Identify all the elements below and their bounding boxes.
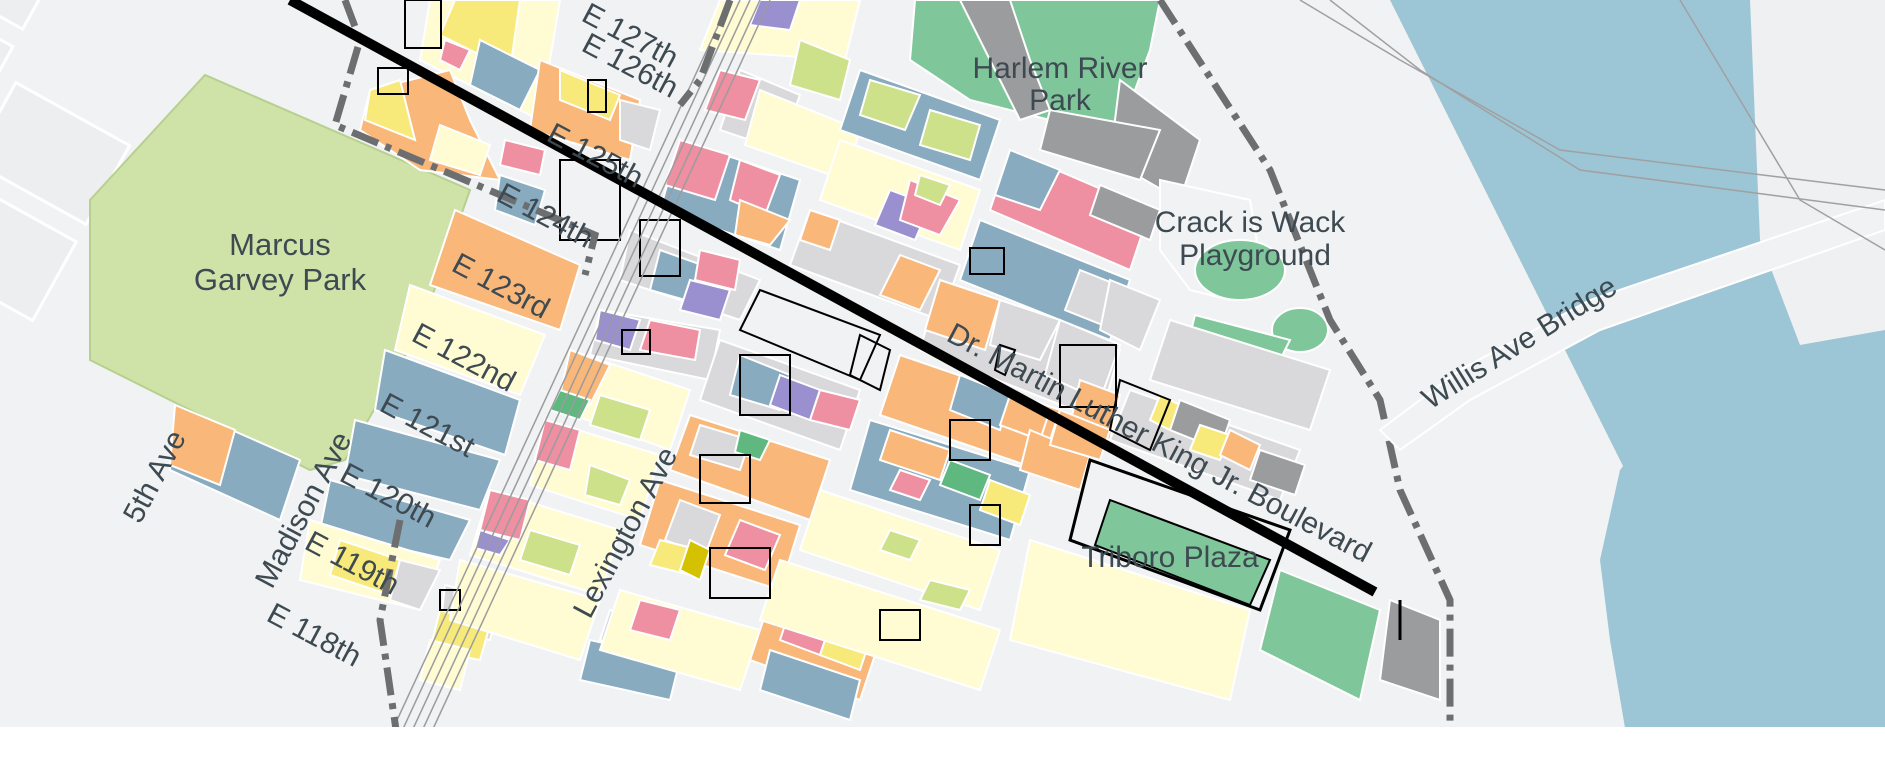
- parcels: [168, 0, 1441, 722]
- marcus-garvey-park-label-2: Garvey Park: [194, 262, 367, 297]
- triboro-plaza-label: Triboro Plaza: [1081, 541, 1259, 574]
- map-bottom-band: [0, 727, 1885, 757]
- outlined-lots: [377, 0, 1172, 641]
- park-ave-rail: [379, 0, 771, 757]
- marcus-garvey-park-label-1: Marcus: [229, 227, 331, 262]
- highway-lines: [1299, 0, 1885, 251]
- willis-ave-bridge: [1378, 198, 1885, 452]
- route-line: [287, 0, 1378, 597]
- crack-is-wack-label-2: Playground: [1179, 239, 1331, 272]
- harlem-river-park-label-2: Park: [1029, 84, 1092, 117]
- crack-is-wack-label-1: Crack is Wack: [1155, 206, 1347, 239]
- harlem-river-park-label-1: Harlem River: [972, 52, 1147, 85]
- study-boundary: [330, 0, 1454, 757]
